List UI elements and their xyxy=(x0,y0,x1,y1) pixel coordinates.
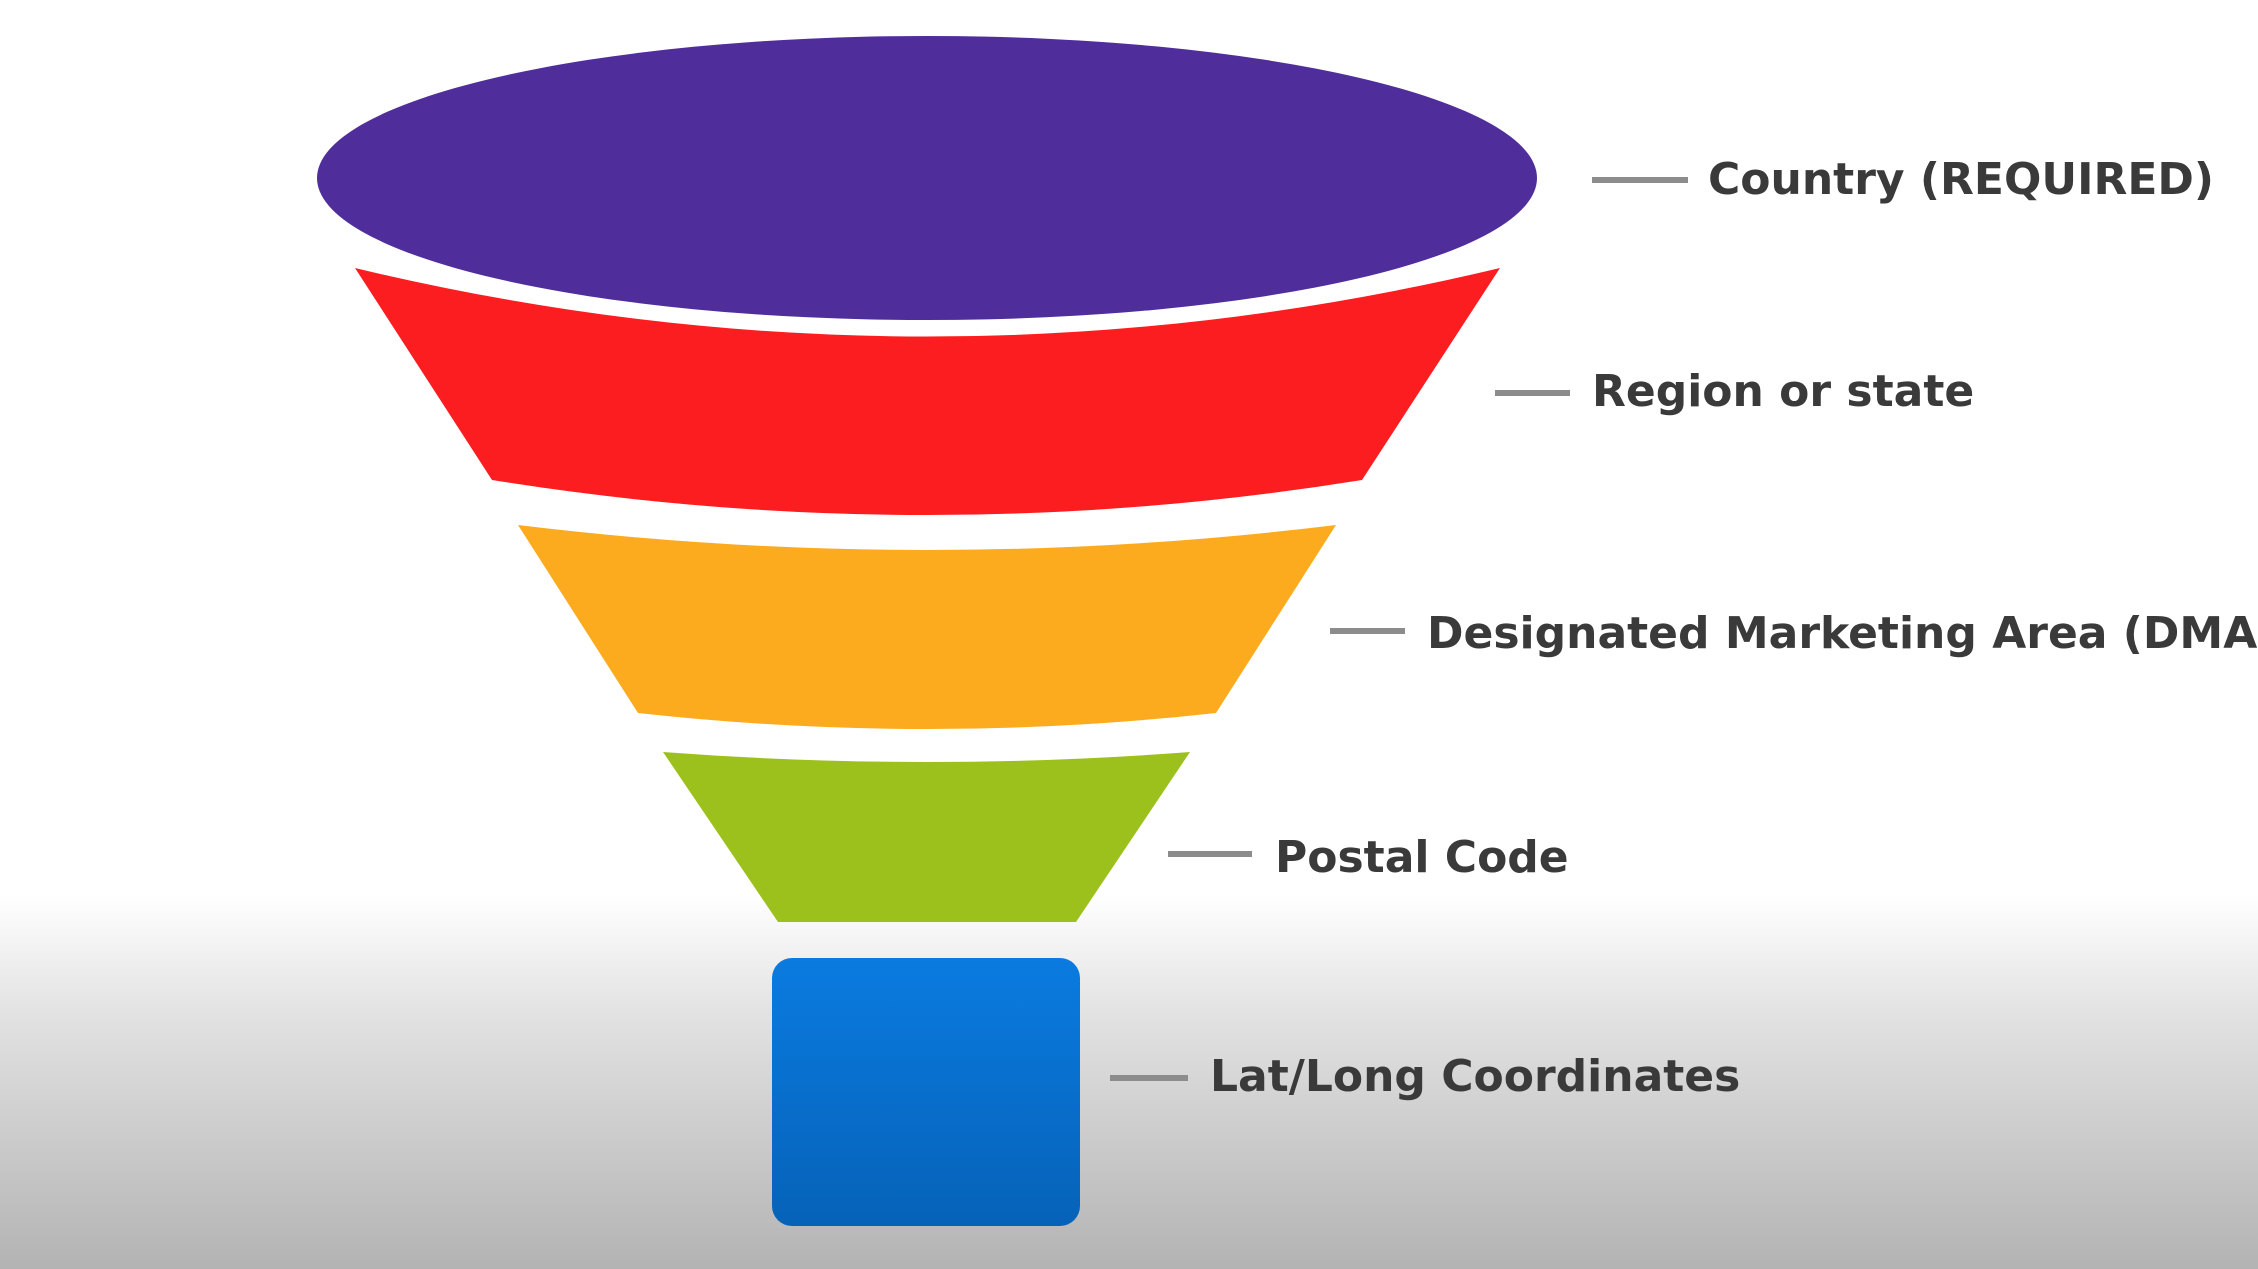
funnel-stage-postal-code xyxy=(663,752,1190,922)
funnel-stage-dma xyxy=(518,525,1336,729)
funnel-stage-country xyxy=(317,36,1537,320)
label-country: Country (REQUIRED) xyxy=(1708,154,2214,205)
label-region: Region or state xyxy=(1592,366,1974,417)
label-lat-long: Lat/Long Coordinates xyxy=(1210,1051,1740,1102)
funnel-stage-lat-long xyxy=(772,958,1080,1226)
label-postal-code: Postal Code xyxy=(1275,832,1569,883)
funnel-stage-region xyxy=(355,268,1500,515)
label-dma: Designated Marketing Area (DMA) xyxy=(1427,608,2258,659)
